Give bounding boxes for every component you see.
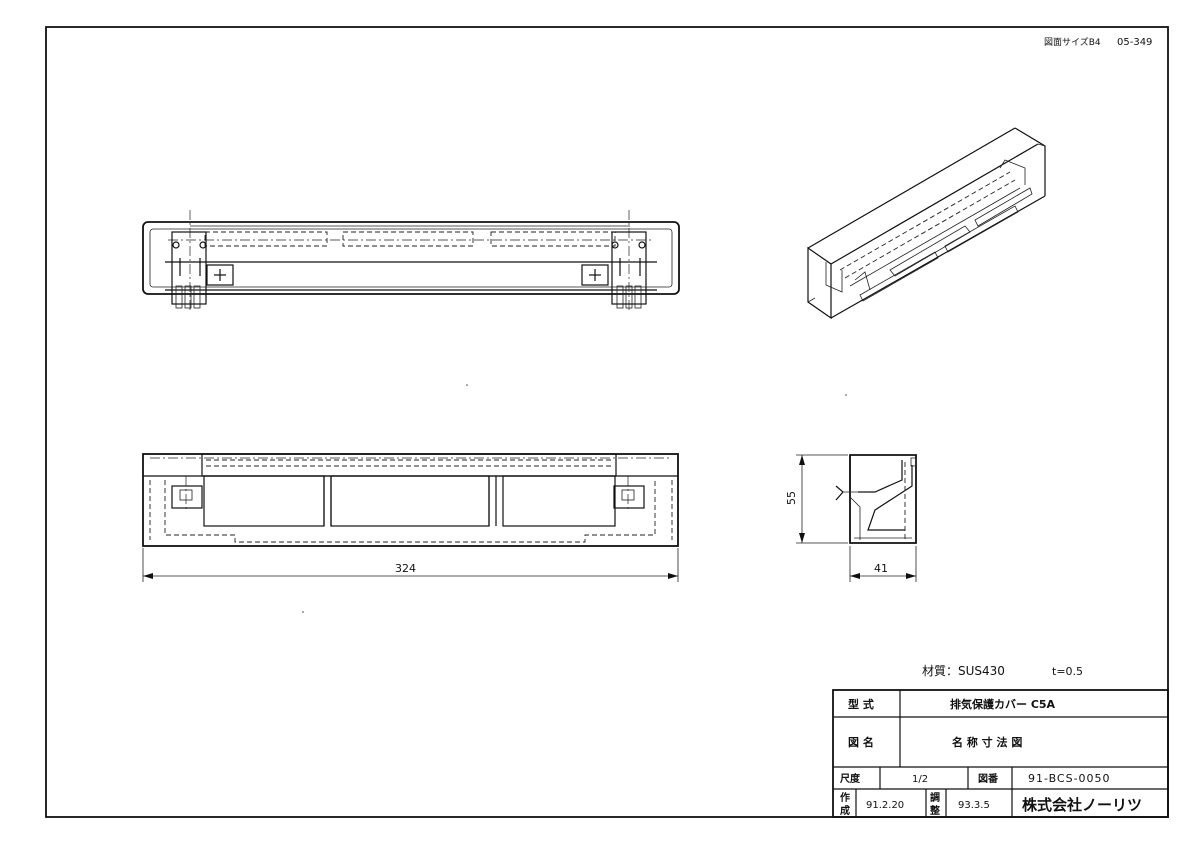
height-value: 55 [785, 491, 798, 505]
depth-value: 41 [874, 562, 888, 575]
width-dimension: 324 [142, 548, 679, 582]
adjusted-date: 93.3.5 [958, 800, 990, 811]
sheet-number: 05-349 [1117, 37, 1152, 48]
height-dimension: 55 [785, 454, 848, 544]
top-view [142, 453, 679, 547]
drawing-name-value: 名 称 寸 法 図 [952, 735, 1022, 749]
drawing-number-label: 図番 [978, 772, 999, 785]
drawing-number-value: 91-BCS-0050 [1028, 772, 1111, 785]
depth-dimension: 41 [849, 546, 917, 582]
sheet-size-label: 図面サイズB4 [1044, 36, 1101, 48]
side-view [835, 454, 917, 544]
model-label: 型 式 [848, 697, 874, 711]
title-block: 型 式 排気保護カバー C5A 図 名 名 称 寸 法 図 尺度 1/2 図番 … [832, 689, 1169, 818]
front-view [142, 210, 680, 312]
created-date: 91.2.20 [866, 800, 904, 811]
material-thickness: t=0.5 [1052, 665, 1083, 678]
created-label-top: 作 [840, 791, 850, 804]
width-value: 324 [395, 562, 416, 575]
company-name: 株式会社ノーリツ [1022, 796, 1142, 814]
sheet-border [45, 26, 1169, 818]
material-label: 材質：SUS430 [922, 663, 1005, 678]
scale-label: 尺度 [840, 772, 861, 785]
adjusted-label-bottom: 整 [929, 804, 940, 817]
drawing-name-label: 図 名 [848, 735, 874, 749]
created-label-bottom: 成 [840, 804, 850, 817]
scale-value: 1/2 [912, 774, 928, 785]
isometric-view [807, 127, 1046, 320]
model-value: 排気保護カバー C5A [950, 697, 1056, 711]
adjusted-label-top: 調 [930, 791, 940, 804]
